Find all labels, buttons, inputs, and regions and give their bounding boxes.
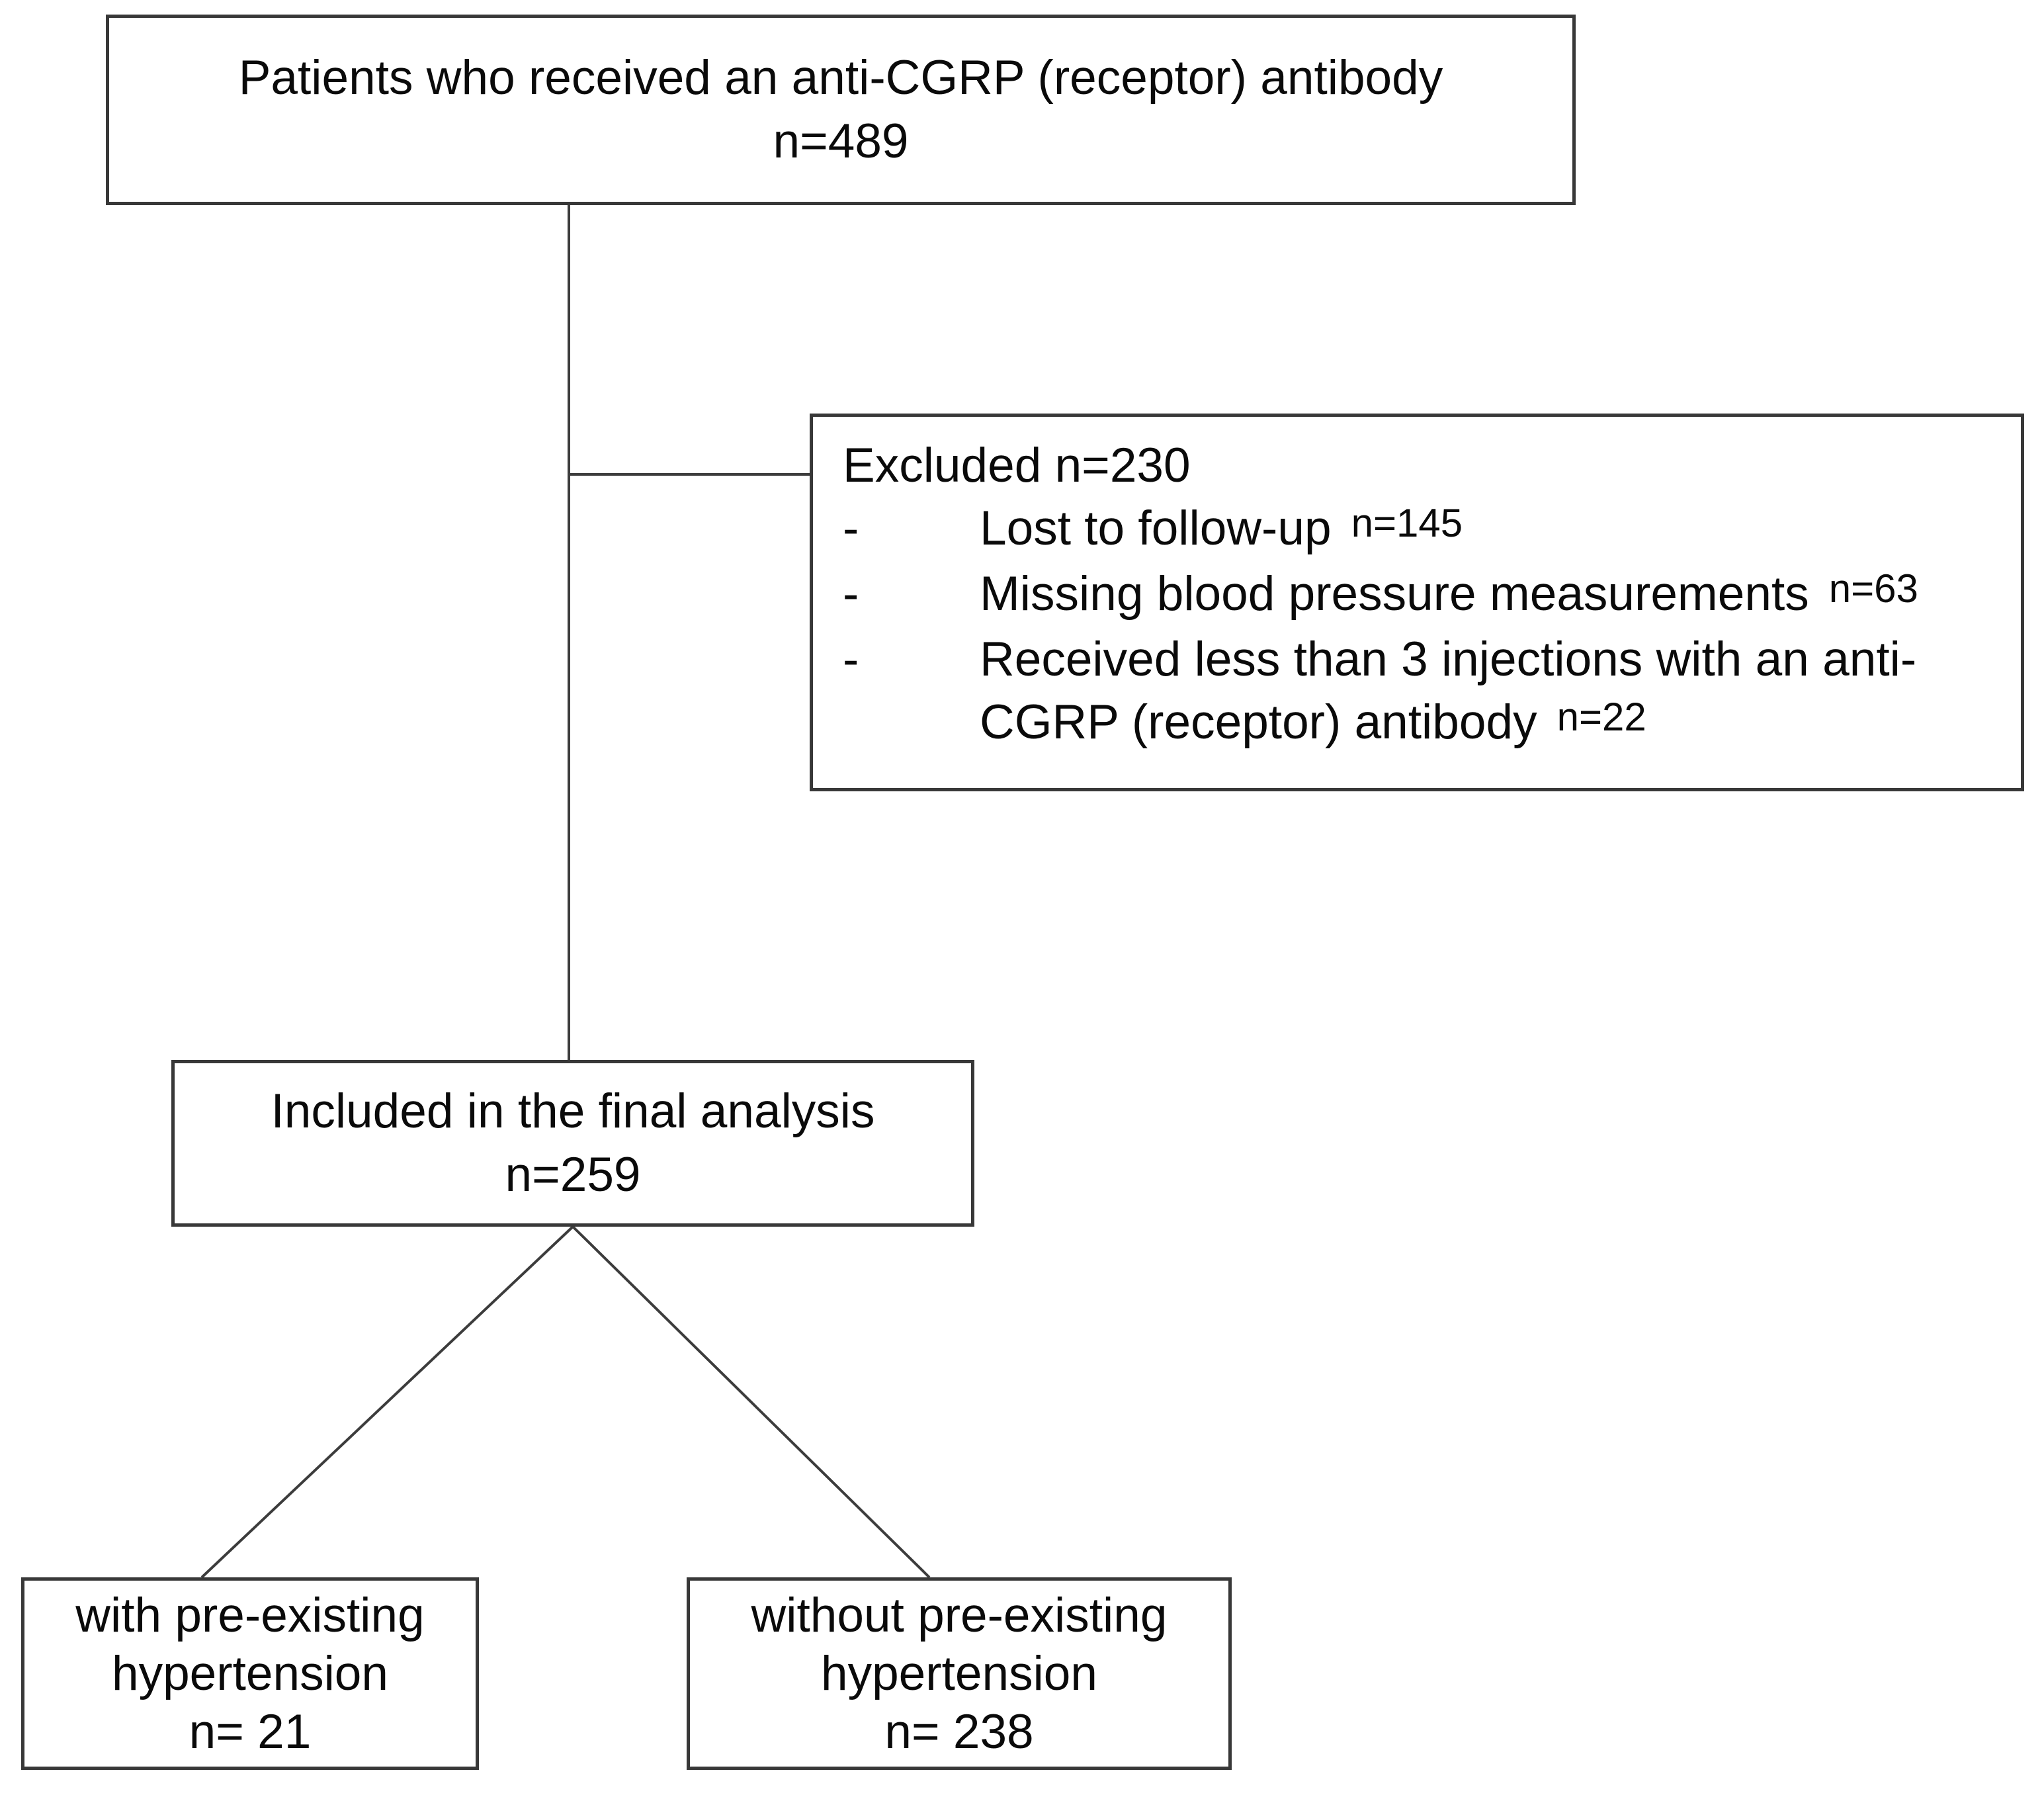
with-htn-line2: hypertension	[111, 1646, 388, 1700]
without-htn-count: n= 238	[884, 1704, 1034, 1759]
excluded-bullet-label: Received less than 3 injections with an …	[980, 633, 1917, 749]
excluded-bullet-missing-bp: - Missing blood pressure measurements n=6…	[843, 562, 1994, 628]
excluded-bullet-count: n=63	[1828, 566, 1918, 611]
excluded-bullet-label: Missing blood pressure measurements	[980, 567, 1809, 621]
box-patients-received-antibody: Patients who received an anti-CGRP (rece…	[106, 15, 1576, 205]
bullet-dash-icon: -	[843, 567, 859, 621]
bullet-dash-icon: -	[843, 502, 859, 555]
without-htn-line2: hypertension	[820, 1646, 1097, 1700]
included-box-count: n=259	[505, 1148, 641, 1202]
patients-box-title: Patients who received an anti-CGRP (rece…	[238, 51, 1443, 105]
excluded-header: Excluded n=230	[843, 439, 1191, 492]
bullet-dash-icon: -	[843, 633, 859, 686]
excluded-bullet-lost-to-follow-up: - Lost to follow-up n=145	[843, 497, 1994, 562]
with-htn-count: n= 21	[189, 1704, 312, 1759]
excluded-bullet-count: n=22	[1556, 695, 1646, 739]
with-htn-line1: with pre-existing	[75, 1588, 425, 1642]
excluded-bullet-label: Lost to follow-up	[980, 502, 1332, 555]
box-without-preexisting-hypertension: without pre-existing hypertension n= 238	[687, 1577, 1232, 1770]
box-included-final-analysis: Included in the final analysis n=259	[171, 1060, 974, 1227]
connector-included-to-with-line	[200, 1225, 574, 1579]
connector-included-to-without-line	[572, 1225, 931, 1579]
excluded-bullet-less-than-3-injections: - Received less than 3 injections with a…	[843, 628, 1994, 756]
included-box-title: Included in the final analysis	[271, 1084, 875, 1138]
box-with-preexisting-hypertension: with pre-existing hypertension n= 21	[21, 1577, 479, 1770]
patients-box-count: n=489	[773, 114, 909, 168]
without-htn-line1: without pre-existing	[751, 1588, 1168, 1642]
excluded-bullet-count: n=145	[1351, 501, 1463, 545]
